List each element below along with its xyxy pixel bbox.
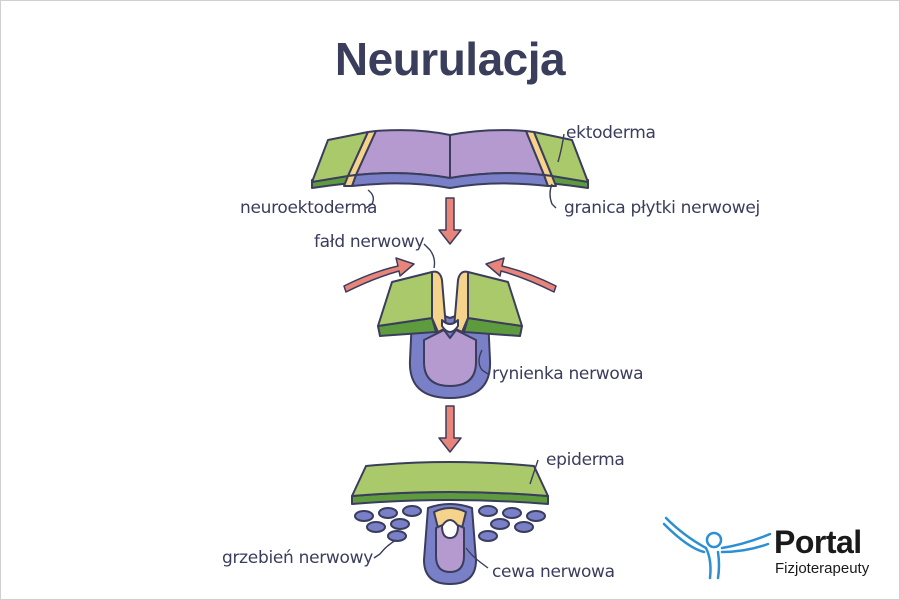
epidermis-green: [351, 461, 549, 497]
arrow-down-2: [438, 405, 462, 453]
plate-ectoderm-right: [533, 131, 589, 183]
label-rynienka: rynienka nerwowa: [492, 364, 644, 384]
neural-tube-lumen: [441, 519, 459, 539]
label-ektoderma: ektoderma: [566, 123, 656, 143]
label-fald: fałd nerwowy: [314, 232, 425, 252]
stage-neural-plate: [311, 129, 589, 189]
person-figure-icon: [662, 516, 772, 580]
groove-fold-left-green: [377, 271, 433, 327]
label-neuroektoderma: neuroektoderma: [240, 198, 378, 218]
label-epiderma: epiderma: [546, 450, 625, 470]
groove-fold-right-yellow: [453, 270, 469, 333]
stage-neural-groove: [377, 270, 523, 399]
logo-name: Portal: [774, 524, 862, 560]
arrow-fold-left: [343, 257, 415, 293]
label-cewa: cewa nerwowa: [492, 562, 615, 582]
neural-crest-cells: [354, 505, 546, 542]
arrows: [343, 197, 557, 453]
arrow-down-1: [438, 197, 462, 245]
groove-inner-purple: [423, 329, 477, 387]
logo: Portal Fizjoterapeuty: [662, 512, 892, 582]
leader-lines: [365, 133, 565, 569]
page-title: Neurulacja: [334, 33, 566, 85]
label-grzebien: grzebień nerwowy: [222, 548, 374, 568]
logo-subtitle: Fizjoterapeuty: [775, 560, 870, 577]
groove-fold-left-yellow: [431, 270, 447, 333]
groove-fold-right-green: [467, 271, 523, 327]
arrow-fold-right: [485, 257, 557, 293]
stage-neural-tube: [351, 461, 549, 585]
label-granica: granica płytki nerwowej: [564, 198, 760, 218]
